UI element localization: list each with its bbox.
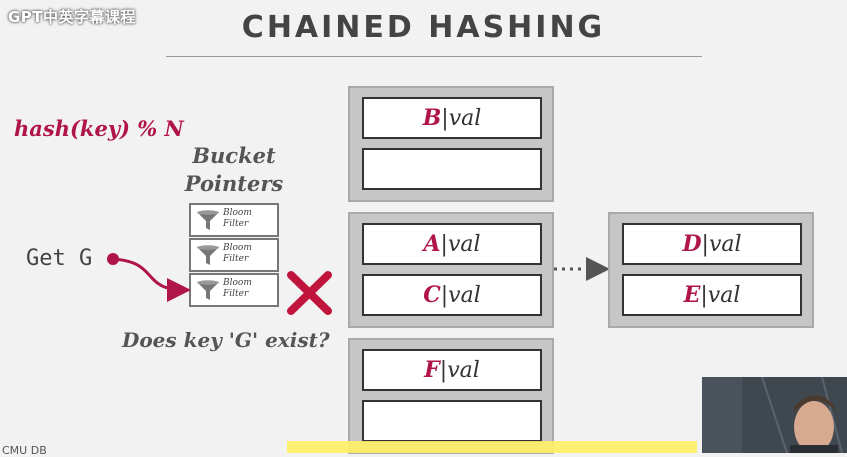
get-command: Get G (26, 246, 93, 271)
bucket-slot-empty (362, 148, 542, 190)
funnel-icon (197, 210, 219, 230)
not-found-cross-icon (287, 271, 332, 315)
question-text: Does key 'G' exist? (122, 328, 330, 352)
bucket-pointers-label-line1: Bucket (192, 143, 276, 168)
bucket-slot: D|val (622, 223, 802, 265)
bucket-3: F|val (348, 338, 554, 454)
funnel-icon (197, 280, 219, 300)
footer-logo-text: CMU DB (2, 444, 47, 457)
watermark: GPT中英字幕课程 (8, 8, 137, 26)
funnel-icon (197, 245, 219, 265)
bucket-slot: B|val (362, 97, 542, 139)
bucket-pointers-label-line2: Pointers (184, 171, 284, 196)
bucket-slot: E|val (622, 274, 802, 316)
bucket-1: B|val (348, 86, 554, 202)
presenter-video (702, 377, 847, 453)
bucket-slot: A|val (362, 223, 542, 265)
presenter-avatar (702, 377, 847, 453)
bucket-2: A|val C|val (348, 212, 554, 328)
bucket-pointers-label: Bucket Pointers (178, 142, 290, 198)
bucket-slot: C|val (362, 274, 542, 316)
title-divider (166, 56, 702, 57)
slide-title: CHAINED HASHING (241, 10, 606, 45)
subtitle-bar (287, 441, 697, 453)
bucket-slot: F|val (362, 349, 542, 391)
lookup-arrow (112, 257, 191, 302)
hash-function-label: hash(key) % N (14, 116, 184, 141)
overflow-bucket: D|val E|val (608, 212, 814, 328)
bucket-slot-empty (362, 400, 542, 442)
